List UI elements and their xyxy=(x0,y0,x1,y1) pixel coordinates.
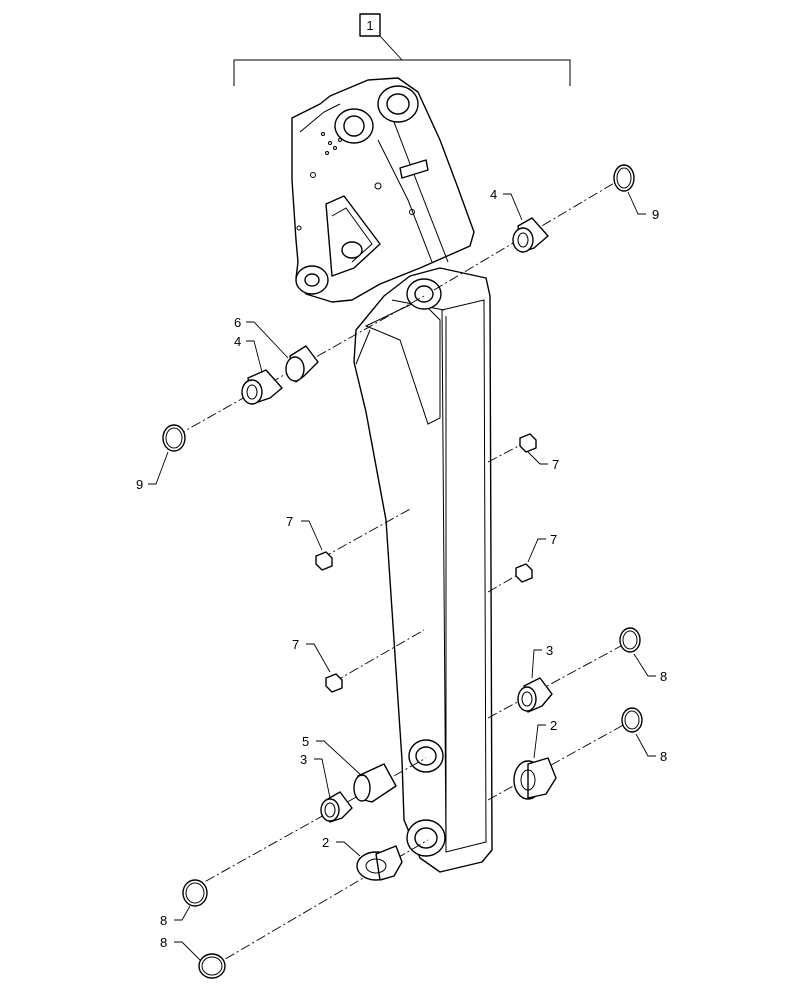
fitting-7-a xyxy=(519,433,537,453)
snap-ring-lower-left-a xyxy=(182,879,208,907)
snap-ring-lower-left-b xyxy=(198,953,226,979)
callout-9-top: 9 xyxy=(652,207,659,222)
callout-6: 6 xyxy=(234,315,241,330)
bushing-upper-right xyxy=(512,217,549,253)
callout-4-left: 4 xyxy=(234,334,241,349)
callout-1: 1 xyxy=(366,18,373,33)
fitting-7-c xyxy=(515,563,533,583)
bushing-lower-right xyxy=(517,677,553,713)
callout-7-d: 7 xyxy=(292,637,299,652)
flanged-bushing-right xyxy=(513,757,557,800)
callout-3-left: 3 xyxy=(300,752,307,767)
callout-8-left-a: 8 xyxy=(160,913,167,928)
snap-ring-lower-right-a xyxy=(619,627,641,653)
arm-assembly xyxy=(291,77,493,873)
spacer-6 xyxy=(285,345,319,383)
spacer-5 xyxy=(353,763,397,803)
callout-4-top: 4 xyxy=(490,187,497,202)
snap-ring-upper-left xyxy=(162,424,186,452)
callout-3-right: 3 xyxy=(546,643,553,658)
callout-2-left: 2 xyxy=(322,835,329,850)
callout-9-left: 9 xyxy=(136,477,143,492)
fitting-7-d xyxy=(325,673,343,693)
callout-5: 5 xyxy=(302,734,309,749)
callout-labels: 9 4 6 4 9 7 7 7 7 3 8 2 8 5 3 2 8 8 xyxy=(136,187,667,950)
fitting-7-b xyxy=(315,551,333,571)
bushing-lower-left xyxy=(320,791,353,823)
callout-8-right-a: 8 xyxy=(660,669,667,684)
callout-8-left-b: 8 xyxy=(160,935,167,950)
snap-ring-lower-right-b xyxy=(621,707,643,733)
callout-7-c: 7 xyxy=(550,532,557,547)
callout-2-right: 2 xyxy=(550,718,557,733)
callout-7-a: 7 xyxy=(552,457,559,472)
bushing-upper-left xyxy=(241,369,283,405)
flanged-bushing-left xyxy=(356,845,403,881)
callout-7-b: 7 xyxy=(286,514,293,529)
callout-8-right-b: 8 xyxy=(660,749,667,764)
snap-ring-upper-right xyxy=(613,164,635,192)
leader-lines xyxy=(148,191,656,961)
assembly-bracket: 1 xyxy=(233,13,571,86)
